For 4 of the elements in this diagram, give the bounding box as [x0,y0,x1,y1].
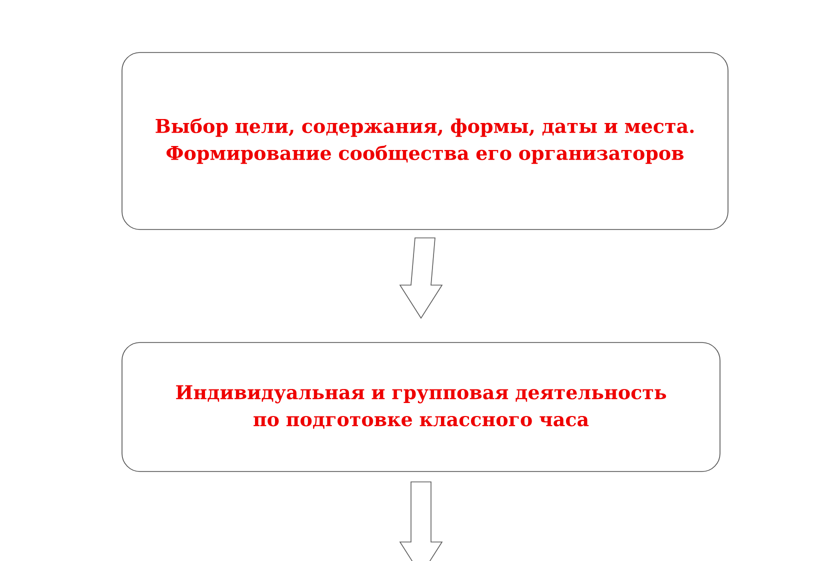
process-box: Индивидуальная и групповая деятельность по подготовке классного часа [122,342,720,472]
block-arrow [399,482,443,561]
process-box: Выбор цели, содержания, формы, даты и места. Формирование сообщества его организаторов [122,52,728,230]
block-arrow [399,238,443,319]
